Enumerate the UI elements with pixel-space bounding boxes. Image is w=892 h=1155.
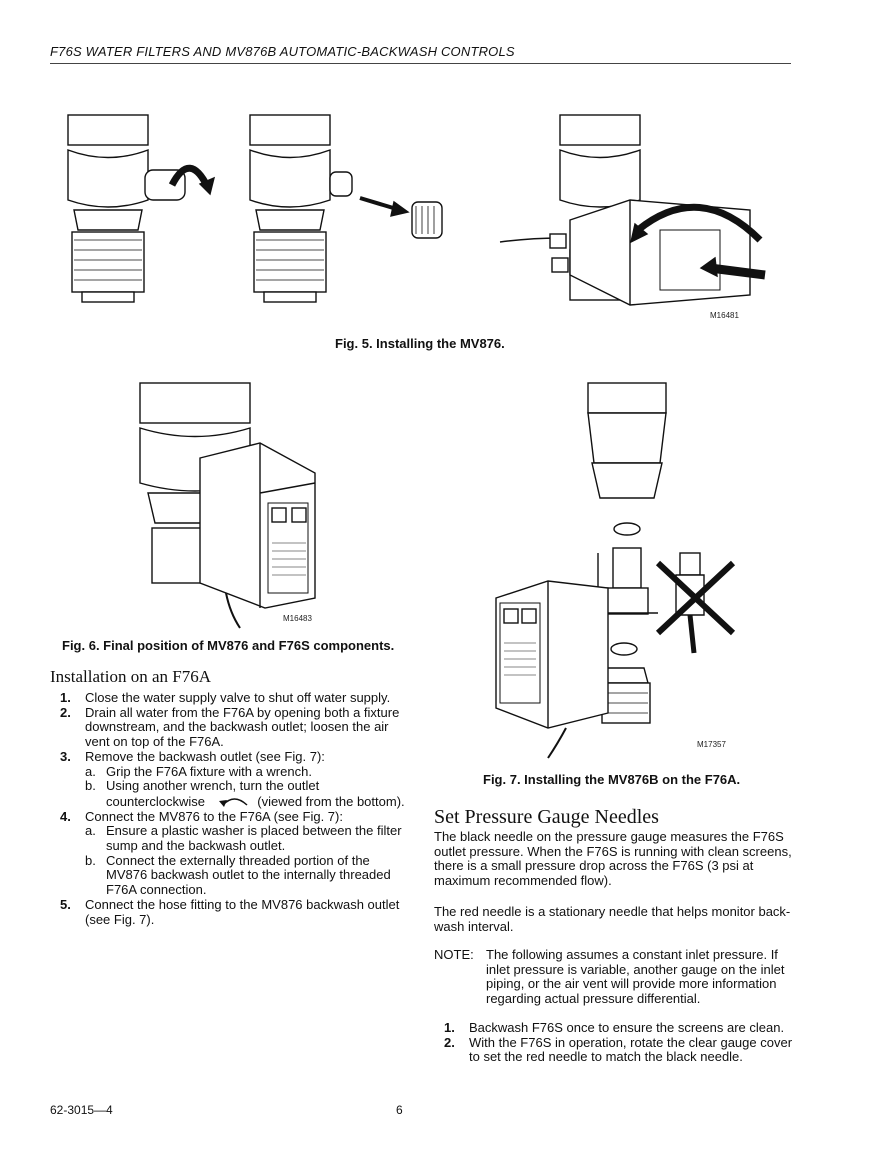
footer-doc-number: 62-3015—4 [50,1103,113,1117]
figure-5-id: M16481 [710,311,739,320]
note-label: NOTE: [434,947,474,962]
figure-6-caption: Fig. 6. Final position of MV876 and F76S… [62,638,395,653]
figure-5-illustration [67,114,766,306]
section-heading-gauge: Set Pressure Gauge Needles [434,806,659,828]
figure-7-id: M17357 [697,740,726,749]
install-step-4b: b. Connect the externally threaded porti… [85,852,391,898]
figure-7: M17357 [488,382,748,759]
install-step-2: 2. Drain all water from the F76A by open… [60,704,400,750]
note-text: The following assumes a constant inlet p… [486,947,785,1007]
header-rule [50,63,791,64]
figure-7-caption: Fig. 7. Installing the MV876B on the F76… [483,772,741,787]
footer-page-number: 6 [396,1103,403,1117]
gauge-step-1: 1. Backwash F76S once to ensure the scre… [444,1020,785,1035]
counterclockwise-arrow-icon [218,798,248,807]
figure-7-illustration [495,382,736,759]
install-step-1: 1. Close the water supply valve to shut … [60,690,391,705]
figure-6-illustration [139,382,316,629]
install-step-3: 3. Remove the backwash outlet (see Fig. … [60,749,410,810]
install-step-4a: a. Ensure a plastic washer is placed bet… [85,823,402,854]
figure-6-id: M16483 [283,614,312,623]
install-step-5: 5. Connect the hose fitting to the MV876… [60,896,400,927]
figure-5: M16481 [60,110,780,325]
gauge-paragraph-1: The black needle on the pressure gauge m… [434,829,792,889]
section-heading-install: Installation on an F76A [50,667,212,686]
install-step-3a: a. Grip the F76A fixture with a wrench. [85,763,312,779]
install-step-3b: b. Using another wrench, turn the outlet… [85,778,405,809]
install-steps: 1. Close the water supply valve to shut … [60,690,410,927]
gauge-note: NOTE: The following assumes a constant i… [434,947,794,1007]
running-header: F76S WATER FILTERS AND MV876B AUTOMATIC-… [50,44,515,59]
gauge-step-2: 2. With the F76S in operation, rotate th… [444,1034,793,1065]
install-step-4: 4. Connect the MV876 to the F76A (see Fi… [60,809,410,898]
figure-6: M16483 [130,382,330,629]
figure-5-caption: Fig. 5. Installing the MV876. [335,336,505,351]
gauge-steps: 1. Backwash F76S once to ensure the scre… [444,1020,794,1065]
gauge-paragraph-2: The red needle is a stationary needle th… [434,904,791,934]
